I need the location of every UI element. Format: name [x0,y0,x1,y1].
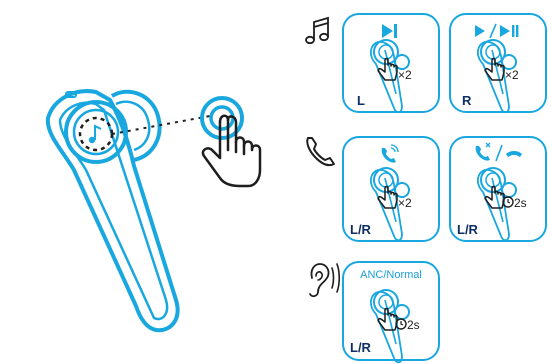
tap-count-label: ×2 [398,196,412,210]
earbud-side-label: L [357,93,365,108]
hold-duration-label: 2s [407,318,420,332]
music-note-icon [306,18,328,43]
answer-call-icon [382,145,398,163]
panel-call-answer: ×2 L/R [343,137,439,241]
earbud-side-label: L/R [350,222,372,237]
tap-count-label: ×2 [505,68,519,82]
next-track-icon [382,24,397,38]
panel-music-right: ×2 R [450,14,546,112]
earbud-side-label: R [462,93,472,108]
panel-music-left: ×2 L [343,14,439,112]
play-pause-icon [475,24,518,38]
phone-icon [307,138,334,165]
anc-mode-label: ANC/Normal [360,269,422,281]
panel-anc: ANC/Normal 2s L/R [343,262,439,362]
brand-note-icon [89,126,101,143]
hold-duration-label: 2s [514,196,527,210]
reject-end-call-icon [476,143,522,161]
panel-call-reject: 2s L/R [450,137,546,241]
earbud-side-label: L/R [350,340,372,355]
earbud-side-label: L/R [457,222,479,237]
ear-sound-icon [310,264,339,296]
earbud-illustration [48,91,210,330]
tap-count-label: ×2 [398,68,412,82]
